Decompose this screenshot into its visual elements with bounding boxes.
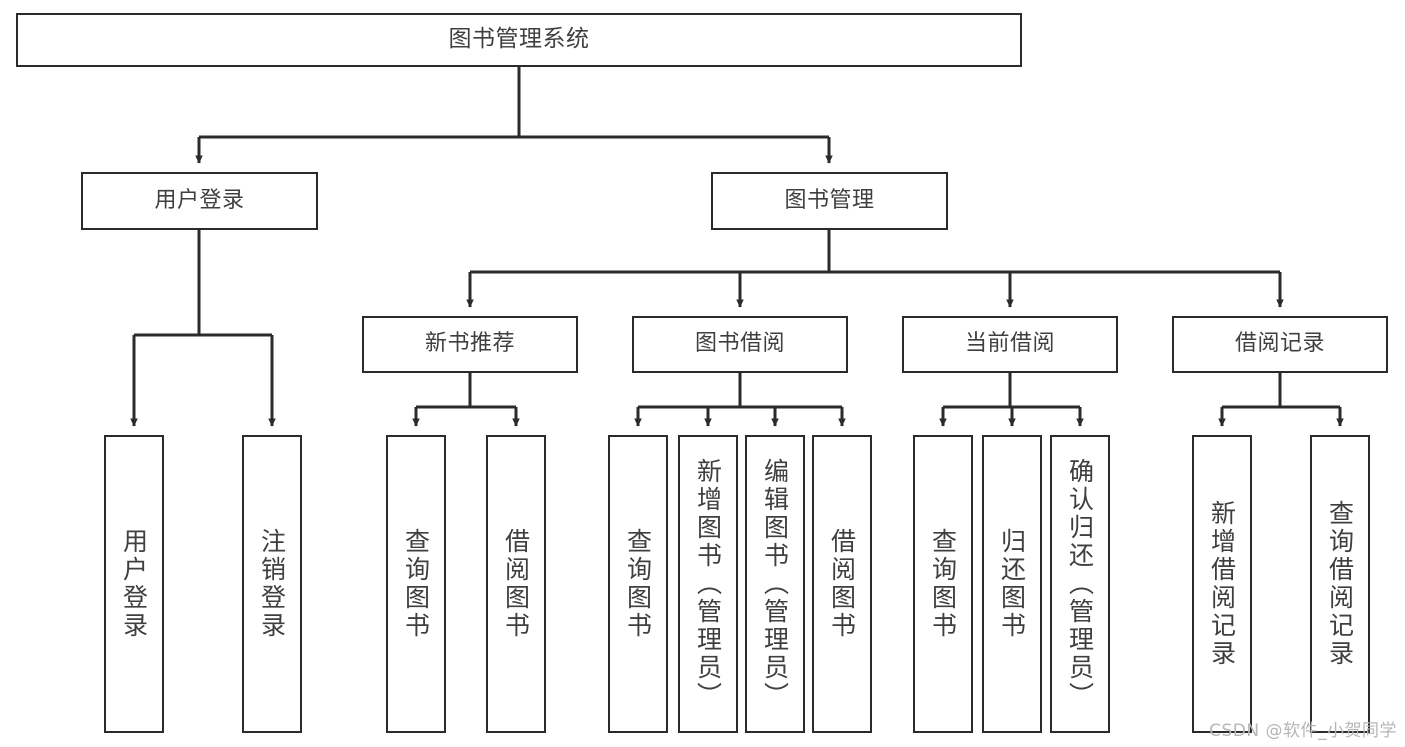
leaf-edit-book-admin[interactable]: 编辑图书（管理员） <box>745 435 805 733</box>
node-book-management-system[interactable]: 图书管理系统 <box>16 13 1022 67</box>
leaf-add-borrow-record[interactable]: 新增借阅记录 <box>1192 435 1252 733</box>
node-label: 新增借阅记录 <box>1207 500 1237 668</box>
leaf-user-logout[interactable]: 注销登录 <box>242 435 302 733</box>
node-label: 查询图书 <box>623 528 653 640</box>
leaf-return-book[interactable]: 归还图书 <box>982 435 1042 733</box>
leaf-query-book-current[interactable]: 查询图书 <box>913 435 973 733</box>
node-label: 借阅图书 <box>827 528 857 640</box>
node-label: 查询图书 <box>928 528 958 640</box>
node-label: 借阅记录 <box>1234 331 1325 357</box>
node-label: 查询借阅记录 <box>1325 500 1355 668</box>
leaf-confirm-return-admin[interactable]: 确认归还（管理员） <box>1050 435 1110 733</box>
node-label: 确认归还（管理员） <box>1065 458 1095 710</box>
node-borrow-record[interactable]: 借阅记录 <box>1172 316 1388 373</box>
csdn-watermark: CSDN @软件_小贺同学 <box>1209 721 1397 741</box>
leaf-query-book-borrow[interactable]: 查询图书 <box>608 435 668 733</box>
node-book-management[interactable]: 图书管理 <box>711 172 948 230</box>
leaf-add-book-admin[interactable]: 新增图书（管理员） <box>678 435 738 733</box>
node-label: 新书推荐 <box>424 331 515 357</box>
node-user-login[interactable]: 用户登录 <box>81 172 318 230</box>
node-book-borrow[interactable]: 图书借阅 <box>632 316 848 373</box>
node-label: 查询图书 <box>401 528 431 640</box>
node-label: 图书借阅 <box>694 331 785 357</box>
node-label: 借阅图书 <box>501 528 531 640</box>
leaf-borrow-book-recommend[interactable]: 借阅图书 <box>486 435 546 733</box>
node-label: 用户登录 <box>154 187 245 213</box>
leaf-user-login[interactable]: 用户登录 <box>104 435 164 733</box>
node-label: 归还图书 <box>997 528 1027 640</box>
node-label: 用户登录 <box>119 528 149 640</box>
node-new-book-recommend[interactable]: 新书推荐 <box>362 316 578 373</box>
node-label: 图书管理 <box>784 187 875 213</box>
leaf-borrow-book[interactable]: 借阅图书 <box>812 435 872 733</box>
node-label: 图书管理系统 <box>448 26 590 53</box>
node-label: 编辑图书（管理员） <box>760 458 790 710</box>
node-label: 新增图书（管理员） <box>693 458 723 710</box>
node-label: 当前借阅 <box>964 331 1055 357</box>
node-current-borrow[interactable]: 当前借阅 <box>902 316 1118 373</box>
leaf-query-book-recommend[interactable]: 查询图书 <box>386 435 446 733</box>
node-label: 注销登录 <box>257 528 287 640</box>
leaf-query-borrow-record[interactable]: 查询借阅记录 <box>1310 435 1370 733</box>
